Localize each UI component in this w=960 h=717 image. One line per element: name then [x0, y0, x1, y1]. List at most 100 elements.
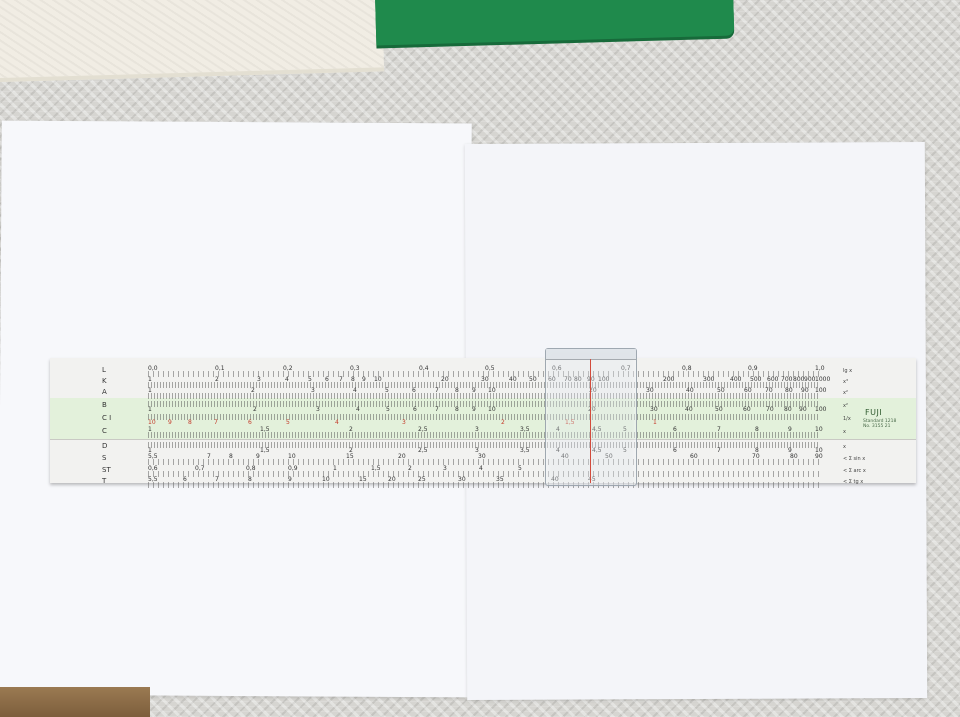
- cursor-hairline: [590, 359, 591, 483]
- scale-function-s: < Σ sin x: [843, 456, 866, 462]
- scale-number: 1,5: [260, 447, 270, 454]
- scale-number: 6: [325, 376, 329, 383]
- scale-number: 9: [168, 419, 172, 426]
- scale-number: 200: [663, 376, 675, 383]
- scale-number: 400: [730, 376, 742, 383]
- scale-number: 1: [148, 376, 152, 383]
- scale-ticks-c: [148, 432, 820, 438]
- scale-number: 9: [788, 426, 792, 433]
- scale-number: 4: [479, 465, 483, 472]
- scale-number: 1: [148, 447, 152, 454]
- scale-number: 9: [288, 476, 292, 483]
- scale-number: 2: [501, 419, 505, 426]
- scale-number: 7: [339, 376, 343, 383]
- scale-number: 80: [785, 387, 793, 394]
- scale-number: 10: [488, 387, 496, 394]
- scale-number: 6: [673, 447, 677, 454]
- scale-number: 5,5: [148, 453, 158, 460]
- scale-number: 60: [744, 387, 752, 394]
- scale-label-s: S: [102, 454, 107, 462]
- scale-ticks-t: [148, 482, 820, 488]
- scale-number: 8: [248, 476, 252, 483]
- scale-number: 70: [564, 376, 572, 383]
- scale-number: 9: [362, 376, 366, 383]
- scale-number: 10: [148, 419, 156, 426]
- scale-number: 6: [183, 476, 187, 483]
- scale-number: 3: [257, 376, 261, 383]
- scale-number: 9: [472, 406, 476, 413]
- scale-number: 3: [311, 387, 315, 394]
- scale-number: 3,5: [520, 426, 530, 433]
- scale-number: 30: [646, 387, 654, 394]
- scale-number: 5: [518, 465, 522, 472]
- cursor-cap: [546, 349, 636, 360]
- scale-number: 60: [690, 453, 698, 460]
- scale-number: 0,6: [552, 365, 562, 372]
- scale-number: 90: [815, 453, 823, 460]
- scale-number: 7: [207, 453, 211, 460]
- scale-number: 20: [588, 406, 596, 413]
- scale-number: 20: [589, 387, 597, 394]
- scale-number: 0,4: [419, 365, 429, 372]
- scale-number: 6: [412, 387, 416, 394]
- scale-function-c: x: [843, 429, 846, 435]
- scale-function-k: x³: [843, 379, 848, 385]
- scale-ticks-s: [148, 459, 820, 465]
- scale-number: 4,5: [592, 426, 602, 433]
- case-green-section: [374, 0, 735, 46]
- scale-number: 35: [496, 476, 504, 483]
- scale-number: 2: [253, 406, 257, 413]
- scale-number: 9: [256, 453, 260, 460]
- scale-number: 3: [402, 419, 406, 426]
- scale-ticks-k: [148, 382, 820, 388]
- scale-number: 700: [781, 376, 793, 383]
- slide-rule-cursor[interactable]: [545, 348, 637, 486]
- scale-number: 100: [598, 376, 610, 383]
- case-white-section: [0, 0, 385, 83]
- scale-number: 20: [441, 376, 449, 383]
- scale-function-t: < Σ tg x: [843, 479, 864, 485]
- scale-number: 80: [574, 376, 582, 383]
- scale-number: 0,8: [682, 365, 692, 372]
- scale-number: 800: [793, 376, 805, 383]
- scale-number: 2,5: [418, 426, 428, 433]
- scale-number: 3: [443, 465, 447, 472]
- scale-number: 30: [458, 476, 466, 483]
- scale-number: 300: [703, 376, 715, 383]
- scale-number: 45: [588, 476, 596, 483]
- scale-number: 10: [815, 426, 823, 433]
- scale-number: 5,5: [148, 476, 158, 483]
- scale-number: 0,9: [748, 365, 758, 372]
- scale-label-t: T: [102, 477, 107, 485]
- scale-number: 50: [605, 453, 613, 460]
- scale-number: 50: [529, 376, 537, 383]
- scale-number: 5: [386, 406, 390, 413]
- slide-rule-upper-stock: [50, 358, 916, 399]
- scale-number: 7: [435, 406, 439, 413]
- scale-label-st: ST: [102, 466, 111, 474]
- scale-number: 25: [418, 476, 426, 483]
- scale-label-ci: C I: [102, 414, 112, 422]
- scale-number: 3,5: [520, 447, 530, 454]
- scale-ticks-a: [148, 393, 820, 399]
- scale-number: 40: [509, 376, 517, 383]
- scale-number: 4: [285, 376, 289, 383]
- scale-label-a: A: [102, 388, 107, 396]
- scale-label-b: B: [102, 401, 107, 409]
- scale-number: 10: [374, 376, 382, 383]
- scale-row-k: K123456789102030405060708090100200300400…: [50, 376, 916, 389]
- brand-name: FUJI: [865, 408, 883, 417]
- scale-number: 0,7: [195, 465, 205, 472]
- scale-number: 40: [685, 406, 693, 413]
- scale-number: 9: [472, 387, 476, 394]
- scale-number: 1: [148, 387, 152, 394]
- scale-number: 1,5: [565, 419, 575, 426]
